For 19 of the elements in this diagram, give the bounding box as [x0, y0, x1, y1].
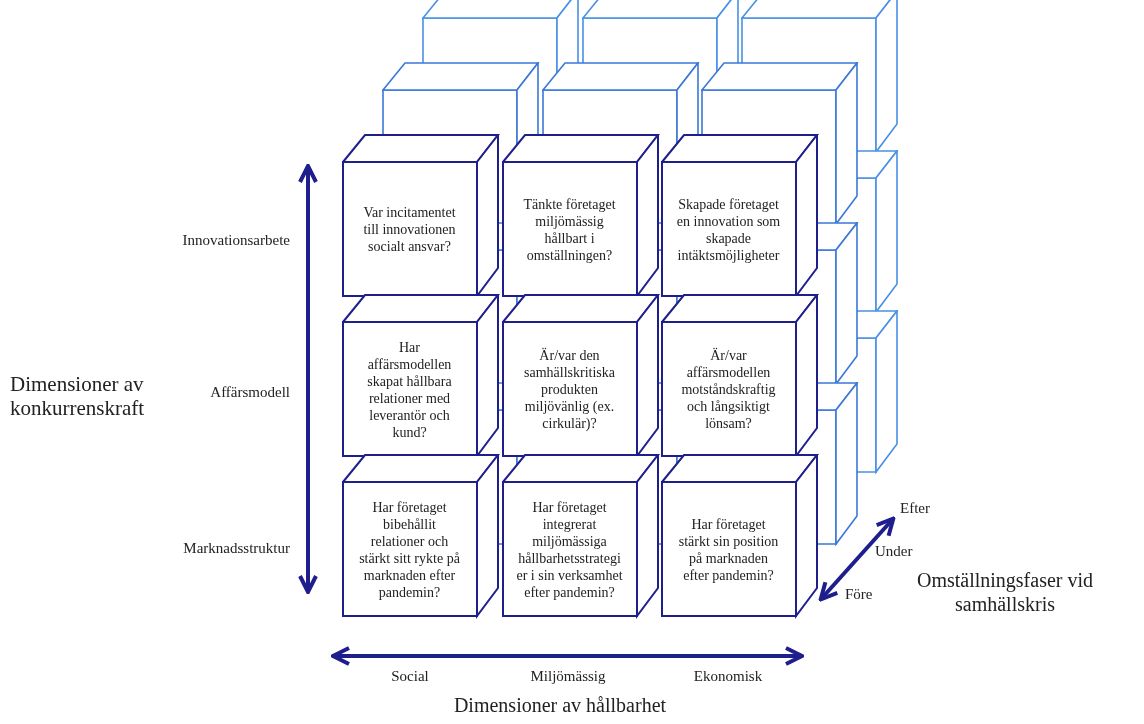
column-label: Miljömässig — [530, 668, 606, 685]
row-label: Affärsmodell — [210, 384, 290, 401]
axis-title: Dimensioner av konkurrenskraft — [10, 372, 146, 420]
column-label: Social — [391, 668, 429, 685]
column-label: Ekonomisk — [693, 668, 763, 685]
question-text: Har företaget stärkt sin position på marknaden efter pandemin? — [677, 515, 780, 584]
question-text: Tänkte företaget miljömässig hållbart i omställningen? — [522, 195, 617, 264]
question-text: Var incitamentet till innovationen socialt ansvar? — [362, 204, 457, 255]
question-text: Har affärsmodellen skapat hållbara relationer med leverantör och kund? — [366, 338, 453, 441]
axis-title: Dimensioner av hållbarhet — [453, 694, 667, 717]
row-label: Innovationsarbete — [182, 232, 290, 249]
question-text: Skapade företaget en innovation som skapade intäktsmöjligheter — [675, 195, 782, 264]
row-label: Marknadsstruktur — [183, 540, 290, 557]
phase-label: Efter — [900, 500, 930, 517]
question-text: Har företaget bibehållit relationer och stärkt sitt rykte på marknaden efter pandemin? — [358, 498, 461, 601]
question-text: Är/var affärsmodellen motståndskraftig och långsiktigt lönsam? — [680, 347, 777, 432]
phase-label: Före — [845, 586, 873, 603]
phase-label: Under — [875, 543, 913, 560]
axis-title: Omställningsfaser vid samhällskris — [915, 568, 1095, 616]
